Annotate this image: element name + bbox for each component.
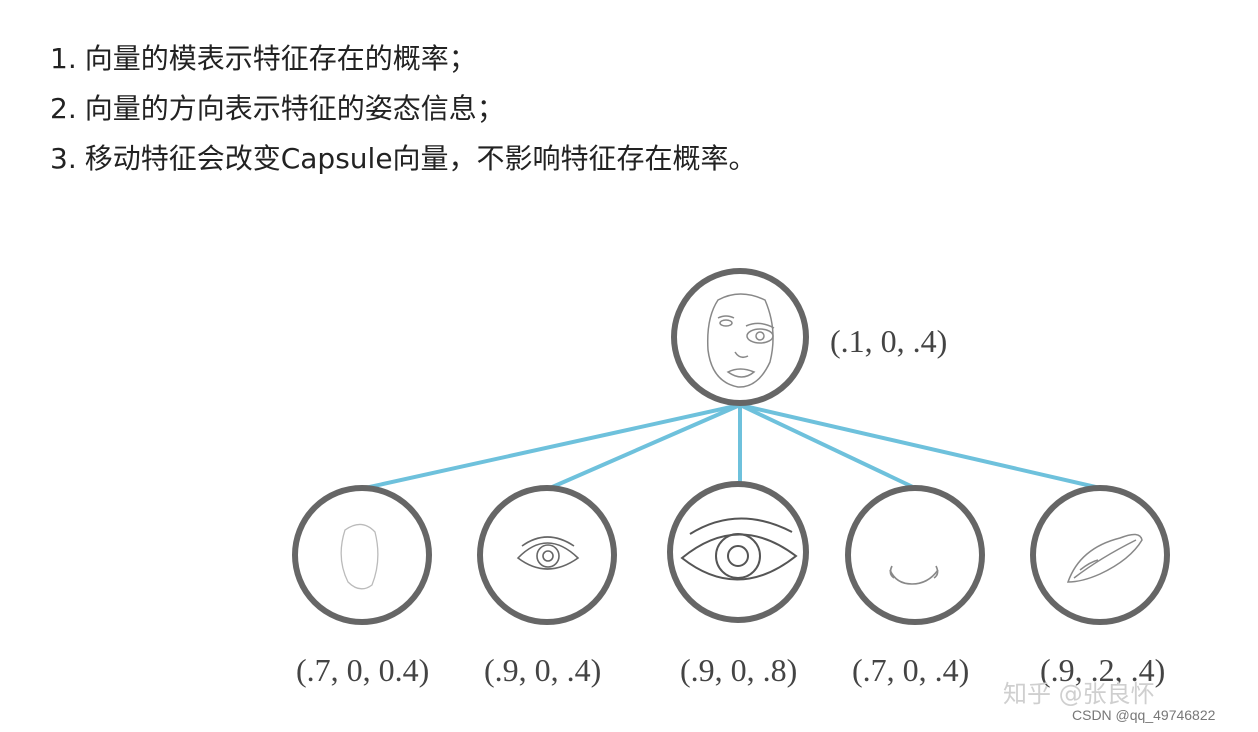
parent-label: (.1, 0, .4) (830, 323, 947, 359)
zhihu-watermark: 知乎 @张良怀 (1003, 680, 1155, 708)
edges (364, 403, 1101, 490)
child-circle (667, 481, 809, 623)
list-item-number: 2. (50, 92, 77, 125)
edge-line (364, 403, 741, 490)
eye-icon (516, 536, 580, 570)
child-label: (.9, 0, .8) (680, 652, 797, 688)
feature-list: 1.向量的模表示特征存在的概率； 2.向量的方向表示特征的姿态信息； 3.移动特… (50, 34, 757, 184)
edge-line (739, 403, 1101, 490)
child-circle (1030, 485, 1170, 625)
list-item-text: 移动特征会改变Capsule向量，不影响特征存在概率。 (84, 142, 757, 175)
child-label: (.9, .2, .4) (1040, 652, 1165, 688)
csdn-watermark: CSDN @qq_49746822 (1072, 707, 1216, 723)
child-circle (292, 485, 432, 625)
child-node: (.7, 0, 0.4) (292, 485, 432, 688)
child-node: (.9, 0, .8) (667, 481, 809, 688)
child-node: (.9, 0, .4) (477, 485, 617, 688)
edge-line (739, 403, 916, 490)
list-item: 3.移动特征会改变Capsule向量，不影响特征存在概率。 (50, 134, 757, 184)
large-eye-icon (680, 517, 798, 581)
list-item-number: 3. (50, 142, 77, 175)
child-node: (.9, .2, .4) (1030, 485, 1170, 688)
face-icon (706, 293, 775, 388)
list-item-text: 向量的方向表示特征的姿态信息； (84, 92, 505, 125)
list-item-text: 向量的模表示特征存在的概率； (84, 42, 477, 75)
face-outline-icon (340, 523, 379, 590)
list-item: 1.向量的模表示特征存在的概率； (50, 34, 757, 84)
list-item-number: 1. (50, 42, 77, 75)
lips-icon (1066, 533, 1143, 583)
child-label: (.7, 0, 0.4) (296, 652, 429, 688)
parent-circle (671, 268, 809, 406)
child-label: (.9, 0, .4) (484, 652, 601, 688)
child-circle (477, 485, 617, 625)
parent-node: (.1, 0, .4) (671, 268, 947, 406)
list-item: 2.向量的方向表示特征的姿态信息； (50, 84, 757, 134)
child-node: (.7, 0, .4) (845, 485, 985, 688)
nose-icon (889, 565, 939, 585)
child-label: (.7, 0, .4) (852, 652, 969, 688)
edge-line (549, 403, 741, 490)
child-circle (845, 485, 985, 625)
